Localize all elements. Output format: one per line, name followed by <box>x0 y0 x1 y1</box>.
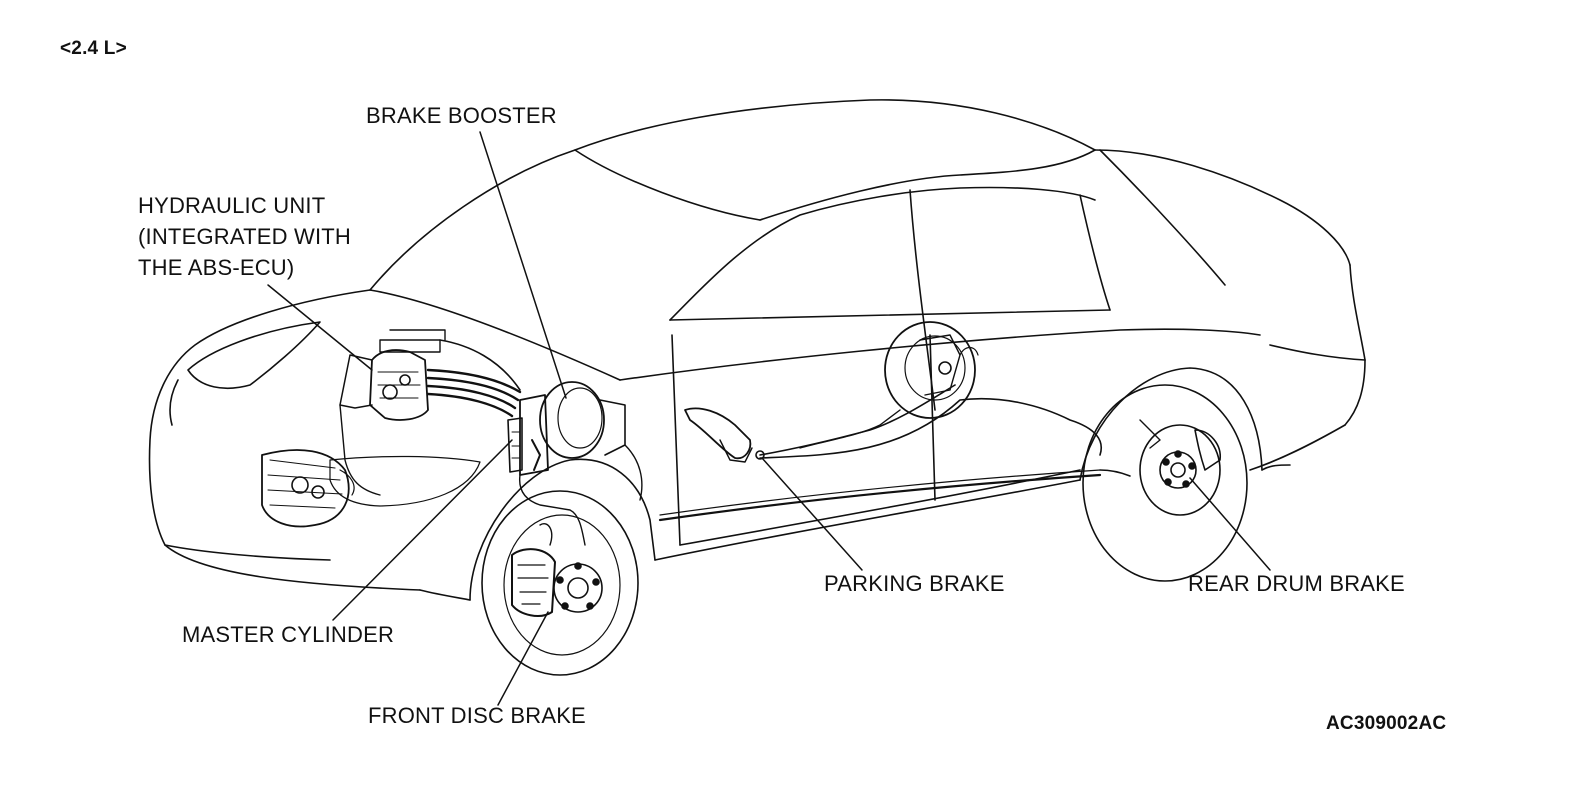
label-hydraulic-unit-line-3: THE ABS-ECU) <box>138 255 295 280</box>
figure-id: AC309002AC <box>1326 713 1447 734</box>
label-brake-booster: BRAKE BOOSTER <box>366 103 557 128</box>
parking-brake-assembly <box>658 384 1131 522</box>
hydraulic-unit <box>339 329 522 496</box>
front-wheel <box>481 490 639 676</box>
label-hydraulic-unit-line-2: (INTEGRATED WITH <box>138 224 351 249</box>
brake-booster-assembly <box>507 381 643 546</box>
car-body-outline <box>148 99 1366 601</box>
label-hydraulic-unit: HYDRAULIC UNIT (INTEGRATED WITH THE ABS-… <box>138 190 351 283</box>
label-front-disc-brake: FRONT DISC BRAKE <box>368 703 586 728</box>
rear-wheel <box>1082 384 1248 582</box>
label-parking-brake: PARKING BRAKE <box>824 571 1005 596</box>
far-rear-drum <box>884 321 979 419</box>
label-hydraulic-unit-line-1: HYDRAULIC UNIT <box>138 193 326 218</box>
variant-label: <2.4 L> <box>60 38 127 59</box>
left-front-disc <box>261 449 355 528</box>
label-rear-drum-brake: REAR DRUM BRAKE <box>1188 571 1405 596</box>
label-master-cylinder: MASTER CYLINDER <box>182 622 395 647</box>
leader-lines <box>267 131 1271 706</box>
